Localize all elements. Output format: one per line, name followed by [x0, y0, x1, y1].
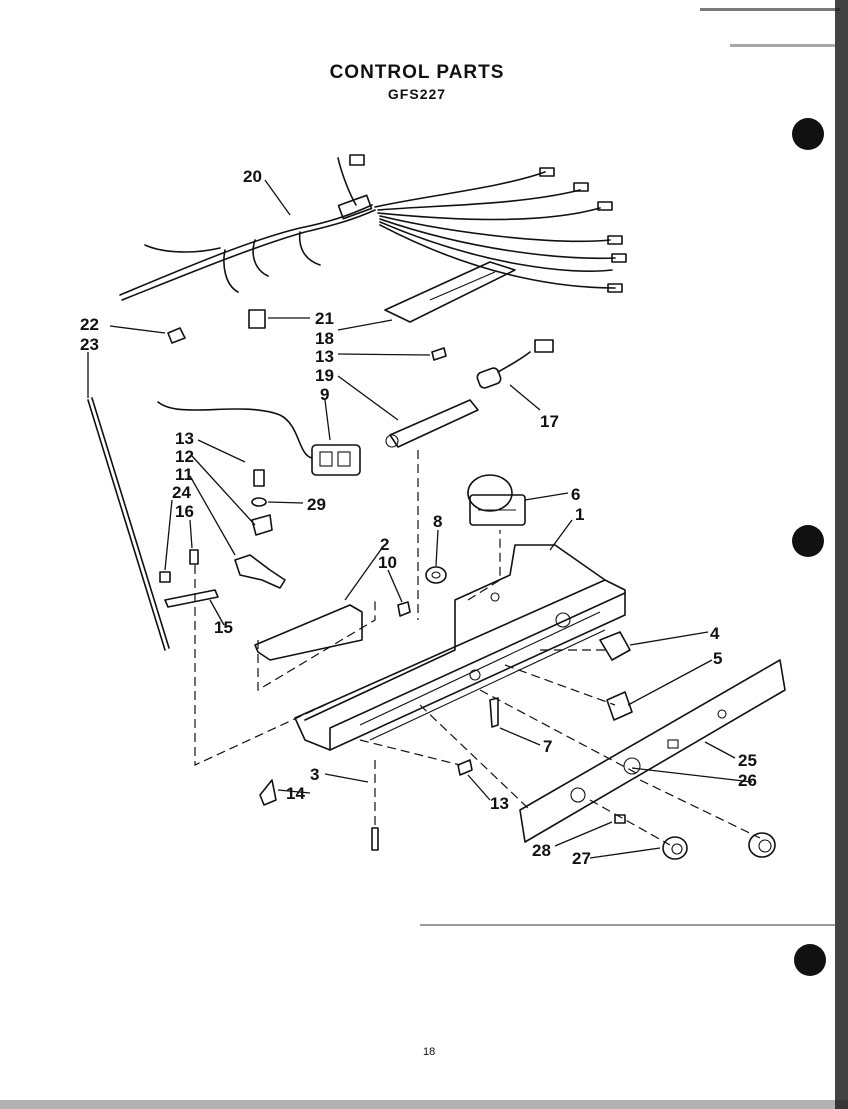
resistor-17 [476, 339, 554, 389]
callout-19: 19 [315, 366, 334, 385]
callout-24: 24 [172, 483, 191, 502]
control-housing [294, 544, 626, 751]
callout-16: 16 [175, 502, 194, 521]
clip-22 [167, 327, 186, 344]
bracket-2 [254, 604, 363, 661]
callout-13-upper: 13 [315, 347, 334, 366]
callout-5: 5 [713, 649, 722, 668]
clip-21 [248, 309, 266, 329]
callout-29: 29 [307, 495, 326, 514]
callout-14: 14 [286, 784, 305, 803]
rod-23 [87, 399, 166, 651]
callout-6: 6 [571, 485, 580, 504]
callout-23: 23 [80, 335, 99, 354]
callout-21: 21 [315, 309, 334, 328]
binder-hole-middle [792, 525, 824, 557]
callout-17: 17 [540, 412, 559, 431]
callout-28: 28 [532, 841, 551, 860]
page-number: 18 [423, 1046, 436, 1058]
callout-13-left: 13 [175, 429, 194, 448]
control-cover-plate [384, 261, 516, 323]
callout-15: 15 [214, 618, 233, 637]
callout-25: 25 [738, 751, 757, 770]
callout-18: 18 [315, 329, 334, 348]
clip-14 [259, 779, 277, 806]
left-mechanism [159, 469, 286, 608]
scan-edge-top [700, 8, 840, 11]
binder-hole-top [792, 118, 824, 150]
screw-13-lower [457, 759, 473, 776]
switch-4 [599, 631, 631, 661]
callout-27: 27 [572, 849, 591, 868]
scan-edge-right [835, 0, 848, 1109]
callout-1: 1 [575, 505, 584, 524]
link-15 [164, 589, 219, 608]
knob-27 [662, 836, 688, 860]
grommet-8 [425, 566, 447, 584]
wiring-harness [119, 154, 627, 301]
callout-3: 3 [310, 765, 319, 784]
screw-13-upper [431, 347, 447, 361]
switch-5 [606, 691, 633, 721]
scan-noise-line [420, 924, 835, 926]
callout-10: 10 [378, 553, 397, 572]
leader-lines [87, 179, 753, 859]
callout-26: 26 [738, 771, 757, 790]
screw-3 [371, 827, 379, 851]
callout-4: 4 [710, 624, 720, 643]
sensing-tube [385, 399, 479, 448]
screw-10 [397, 601, 411, 617]
callout-labels: 20 22 23 21 18 13 19 9 17 13 12 11 24 16… [80, 167, 757, 868]
callout-2: 2 [380, 535, 389, 554]
callout-7: 7 [543, 737, 552, 756]
model-number: GFS227 [387, 86, 447, 102]
binder-hole-bottom [794, 944, 826, 976]
insert-28 [614, 814, 626, 824]
scan-edge-bottom [0, 1100, 848, 1109]
callout-22: 22 [80, 315, 99, 334]
scan-noise-top [730, 44, 835, 47]
callout-13-lower: 13 [490, 794, 509, 813]
screw-7 [489, 697, 499, 728]
callout-8: 8 [433, 512, 442, 531]
screw-13-left [253, 469, 265, 487]
callout-12: 12 [175, 447, 194, 466]
diagram-title: CONTROL PARTS [329, 62, 505, 83]
knob-26 [748, 832, 776, 858]
control-panel-25 [519, 659, 786, 843]
callout-9: 9 [320, 385, 329, 404]
screw-16 [189, 549, 199, 565]
switch-9 [157, 401, 361, 476]
callout-20: 20 [243, 167, 262, 186]
bracket-12 [251, 514, 273, 536]
callout-11: 11 [175, 465, 193, 484]
washer-29 [251, 497, 267, 507]
shaft-11 [234, 554, 286, 589]
control-6 [467, 474, 526, 526]
nut-24 [159, 571, 171, 583]
assembly-lines [194, 450, 761, 846]
